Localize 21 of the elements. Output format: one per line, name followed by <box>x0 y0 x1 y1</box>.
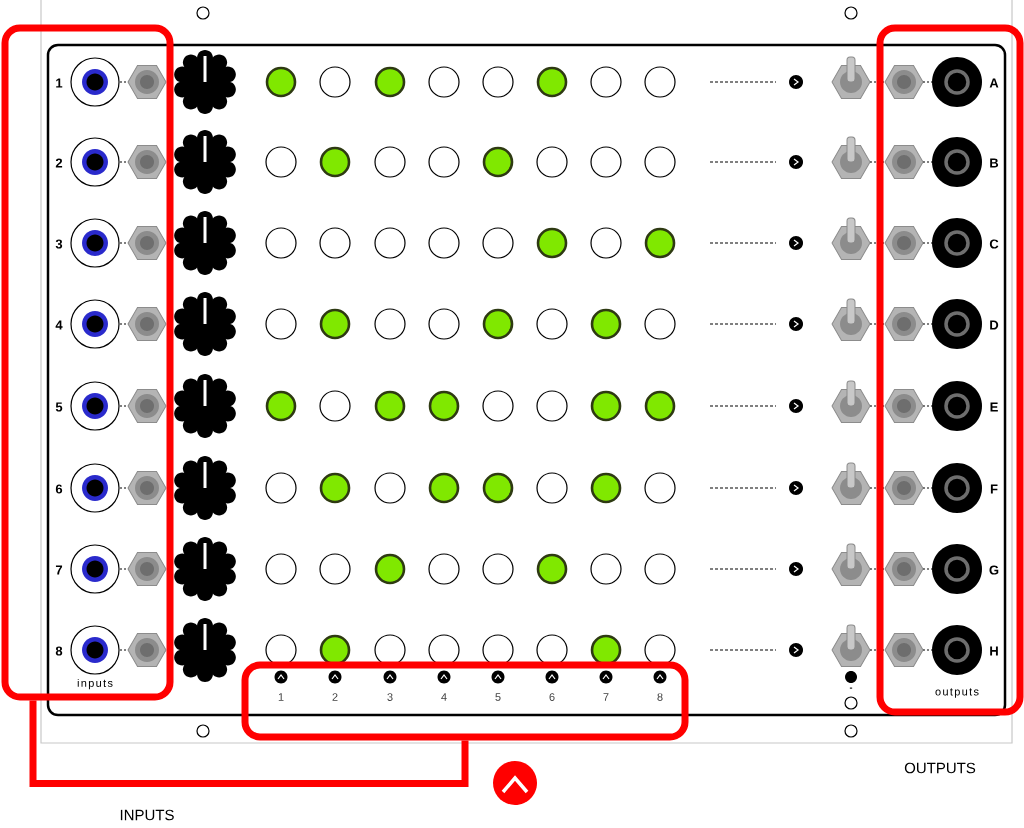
row-label: E <box>990 402 998 412</box>
row-label: 8 <box>55 646 63 656</box>
row-label: 2 <box>55 158 63 168</box>
row-label: B <box>990 158 999 168</box>
row-label: 7 <box>55 565 63 575</box>
section-label: OUTPUTS <box>904 762 976 774</box>
row-label: 6 <box>55 484 63 494</box>
row-label: F <box>990 484 998 494</box>
row-label: D <box>990 320 999 330</box>
row-label: C <box>989 239 999 249</box>
row-label: 3 <box>55 239 63 249</box>
connector-line <box>29 700 469 787</box>
row-label: 4 <box>55 320 63 330</box>
row-label: A <box>989 78 999 88</box>
row-label: 1 <box>56 78 63 88</box>
row-label: 5 <box>55 402 63 412</box>
row-label: H <box>990 646 998 656</box>
switch-label: - <box>849 687 853 689</box>
row-label: G <box>989 565 999 575</box>
section-label: INPUTS <box>120 809 174 821</box>
highlight-frame: 1 2 3 4 5 6 7 8 <box>241 661 689 741</box>
